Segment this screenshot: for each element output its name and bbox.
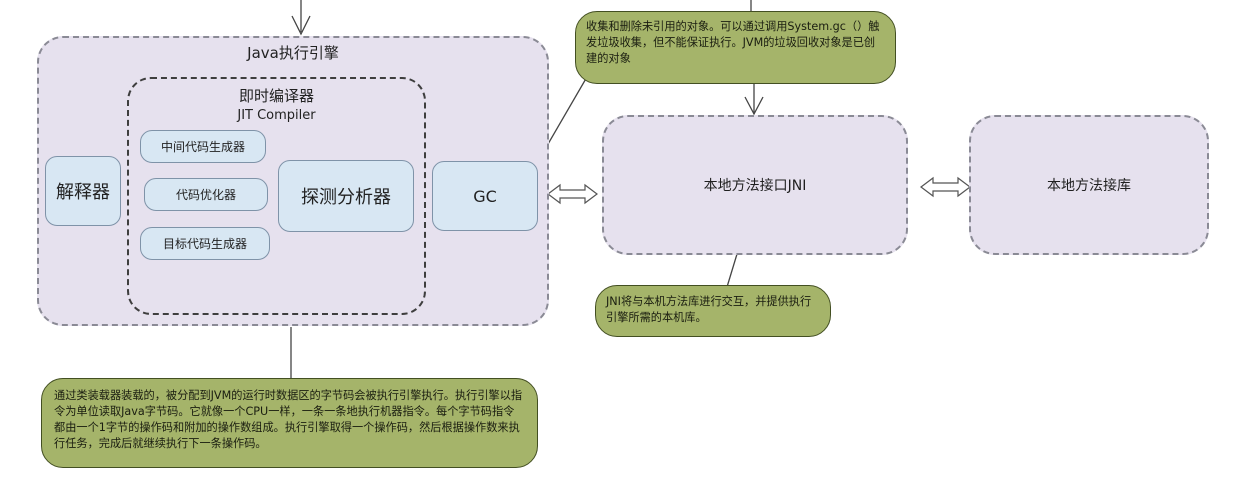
double-arrow-gc-jni: [547, 183, 598, 205]
jni-note-text: JNI将与本机方法库进行交互，并提供执行引擎所需的本机库。: [606, 295, 812, 324]
interpreter-label: 解释器: [56, 182, 110, 203]
jit-item-code-optimizer: 代码优化器: [144, 178, 268, 211]
engine-note-text: 通过类装载器装载的，被分配到JVM的运行时数据区的字节码会被执行引擎执行。执行引…: [54, 389, 523, 450]
native-library-box: 本地方法接库: [969, 115, 1209, 255]
jit-item-label: 代码优化器: [175, 188, 236, 202]
jit-item-label: 中间代码生成器: [160, 140, 245, 154]
jit-item-ir-generator: 中间代码生成器: [140, 130, 266, 163]
gc-note-callout: 收集和删除未引用的对象。可以通过调用System.gc（）触发垃圾收集，但不能保…: [575, 11, 896, 84]
profiler-label: 探测分析器: [301, 187, 391, 208]
jit-item-target-code-generator: 目标代码生成器: [140, 227, 270, 260]
interpreter-box: 解释器: [45, 156, 121, 226]
profiler-box: 探测分析器: [278, 160, 414, 232]
jit-compiler-title-cn: 即时编译器: [238, 87, 314, 105]
jni-note-callout: JNI将与本机方法库进行交互，并提供执行引擎所需的本机库。: [595, 285, 831, 337]
open-arrowhead: [744, 96, 764, 116]
jit-item-label: 目标代码生成器: [162, 237, 247, 251]
jni-label: 本地方法接口JNI: [703, 178, 807, 194]
gc-label: GC: [473, 186, 497, 206]
execution-engine-title: Java执行引擎: [247, 44, 339, 62]
jit-compiler-title-en: JIT Compiler: [237, 108, 316, 123]
engine-note-callout: 通过类装载器装载的，被分配到JVM的运行时数据区的字节码会被执行引擎执行。执行引…: [41, 378, 538, 468]
gc-note-text: 收集和删除未引用的对象。可以通过调用System.gc（）触发垃圾收集，但不能保…: [586, 20, 880, 65]
gc-box: GC: [432, 161, 538, 231]
connector-line: [726, 253, 738, 288]
open-arrowhead: [291, 15, 311, 36]
double-arrow-jni-lib: [920, 176, 971, 198]
native-library-label: 本地方法接库: [1047, 178, 1131, 194]
jni-box: 本地方法接口JNI: [602, 115, 908, 255]
